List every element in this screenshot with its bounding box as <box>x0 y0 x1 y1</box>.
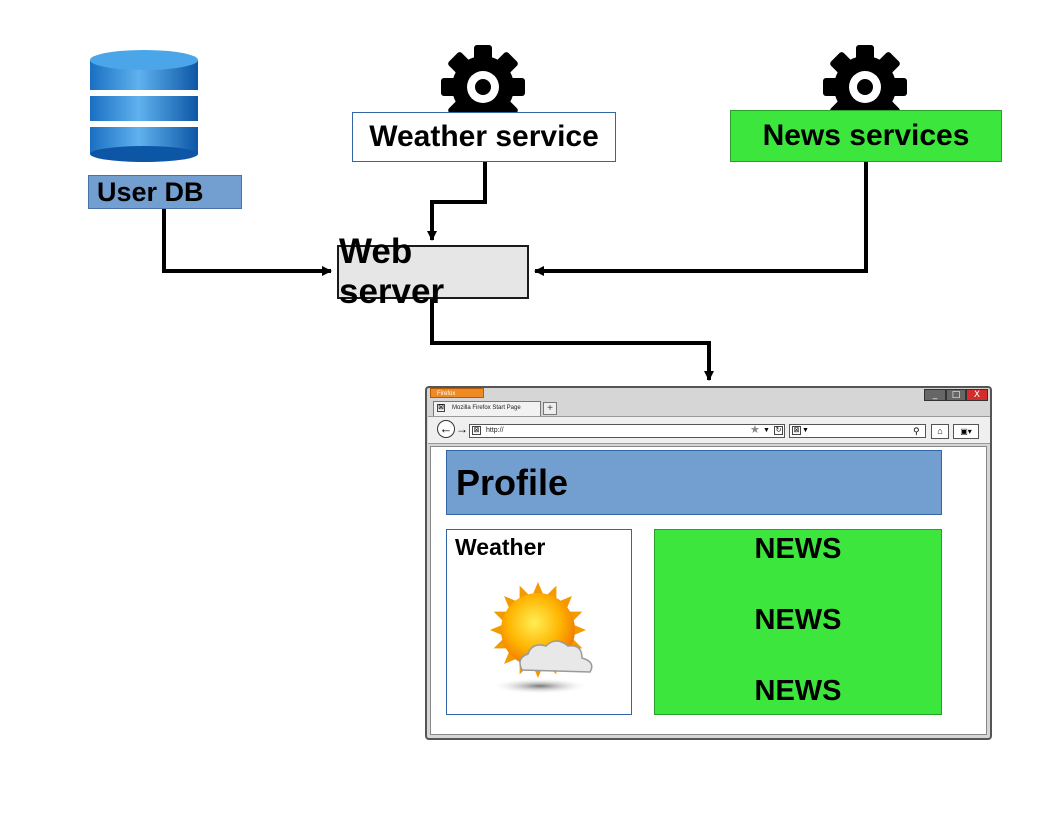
news-item: NEWS <box>754 533 842 565</box>
home-button[interactable]: ⌂ <box>931 424 949 439</box>
star-icon[interactable]: ★ <box>750 424 760 436</box>
page-favicon-icon: ⊠ <box>437 404 445 412</box>
news-item: NEWS <box>754 604 842 636</box>
bookmarks-button[interactable]: ▣▾ <box>953 424 979 439</box>
userdb-to-webserver-arrow <box>162 209 332 276</box>
user-db-label: User DB <box>88 175 242 209</box>
search-icon[interactable]: ⚲ <box>913 426 920 436</box>
browser-tab[interactable]: Mozilla Firefox Start Page <box>433 401 541 416</box>
close-button[interactable]: X <box>966 389 988 401</box>
gear-icon <box>823 45 907 129</box>
weather-service-label: Weather service <box>352 112 616 162</box>
url-text: http:// <box>486 427 504 434</box>
new-tab-button[interactable]: + <box>543 402 557 415</box>
minimize-button[interactable]: _ <box>924 389 946 401</box>
maximize-button[interactable]: □ <box>946 389 966 401</box>
url-dropdown-icon[interactable]: ▼ <box>763 427 770 434</box>
news-panel <box>654 529 942 715</box>
web-server-label: Web server <box>337 232 529 311</box>
search-engine-icon[interactable]: ⊠ <box>792 426 801 435</box>
url-bar[interactable] <box>469 424 785 438</box>
profile-banner: Profile <box>446 450 942 515</box>
gear-icon <box>441 45 525 129</box>
weather-title: Weather <box>455 534 546 560</box>
news-services-label: News services <box>730 110 1002 162</box>
firefox-menu-button[interactable]: Firefox <box>430 388 484 398</box>
news-item: NEWS <box>754 675 842 707</box>
back-button[interactable]: ← <box>437 420 455 438</box>
forward-button[interactable]: → <box>456 422 468 436</box>
weather-to-webserver-arrow <box>427 162 487 241</box>
webserver-to-browser-arrow <box>430 299 714 381</box>
database-icon <box>90 50 198 162</box>
site-identity-icon: ⊠ <box>472 426 481 435</box>
reload-icon[interactable]: ↻ <box>774 426 783 435</box>
search-engine-dropdown-icon[interactable]: ▼ <box>802 427 809 434</box>
sun-cloud-icon <box>490 582 593 694</box>
news-to-webserver-arrow <box>534 162 868 276</box>
search-bar[interactable] <box>789 424 926 438</box>
